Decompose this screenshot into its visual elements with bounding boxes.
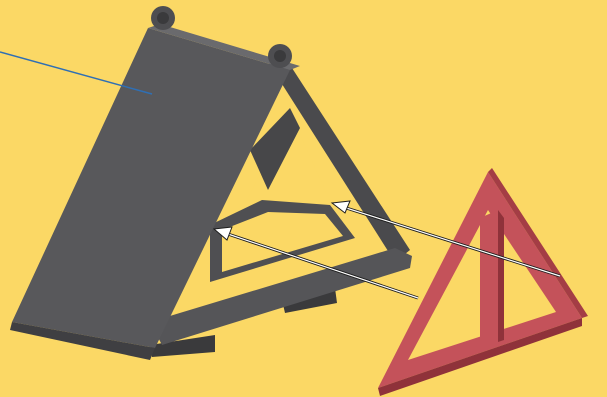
arrowhead-upper bbox=[332, 201, 350, 213]
red-triangle-part bbox=[378, 168, 588, 396]
